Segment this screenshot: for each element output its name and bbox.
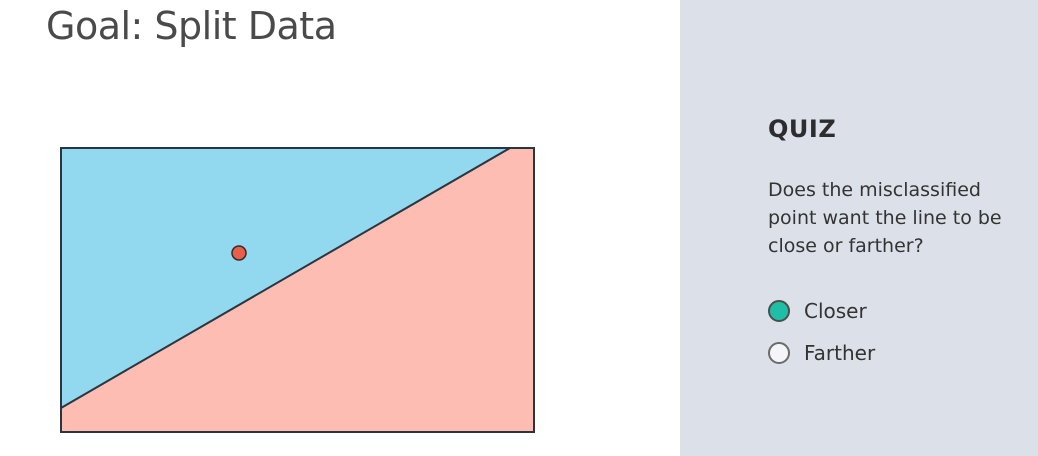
- decision-line[interactable]: [60, 147, 511, 409]
- slide-title: Goal: Split Data: [46, 4, 337, 48]
- quiz-option-closer[interactable]: Closer: [768, 290, 875, 332]
- quiz-options: Closer Farther: [768, 290, 875, 374]
- option-label: Closer: [804, 299, 867, 323]
- plot-frame: [60, 147, 535, 433]
- quiz-panel: QUIZ Does the misclassified point want t…: [680, 0, 1038, 456]
- misclassified-point: [231, 245, 247, 261]
- quiz-heading: QUIZ: [768, 115, 837, 143]
- radio-selected-icon[interactable]: [768, 300, 790, 322]
- quiz-question: Does the misclassified point want the li…: [768, 179, 1002, 257]
- quiz-option-farther[interactable]: Farther: [768, 332, 875, 374]
- split-data-diagram: [60, 147, 535, 433]
- region-bottom: [61, 148, 534, 432]
- option-label: Farther: [804, 341, 876, 365]
- slide-area: Goal: Split Data: [46, 4, 535, 433]
- radio-unselected-icon[interactable]: [768, 342, 790, 364]
